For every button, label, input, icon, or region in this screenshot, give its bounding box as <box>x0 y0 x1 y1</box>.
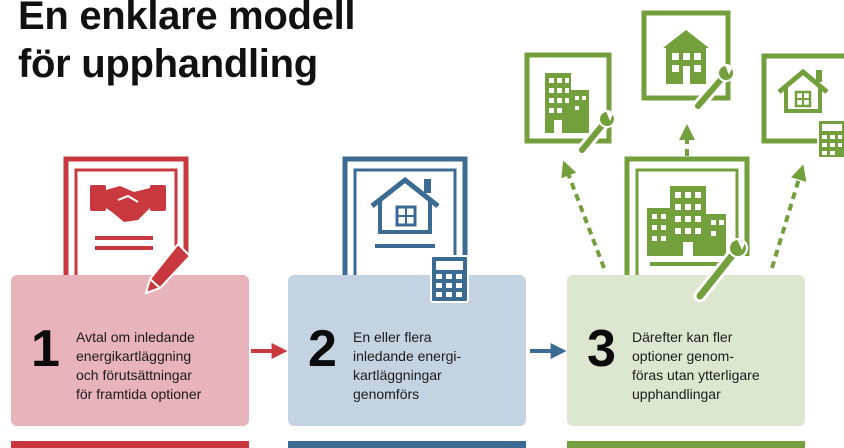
audit-document-icon <box>342 156 469 303</box>
option-document-1 <box>524 52 616 156</box>
step-2-text-line: kartläggningar <box>353 367 442 383</box>
calculator-icon <box>817 119 844 159</box>
arrow-up-icon <box>770 164 807 269</box>
step-3-text-line: optioner genom- <box>632 348 734 364</box>
wrench-icon <box>692 64 735 112</box>
step-2-number: 2 <box>308 320 337 378</box>
title-line-1: En enklare modell <box>18 0 356 38</box>
step-3-number: 3 <box>587 320 616 378</box>
handshake-icon <box>90 185 166 222</box>
arrow-up-icon <box>561 160 606 269</box>
step-3-bottom-strip <box>567 441 805 448</box>
page-title: En enklare modell för upphandling <box>18 0 356 88</box>
step-3-text: Därefter kan fler optioner genom- föras … <box>632 328 798 404</box>
option-document-2 <box>641 10 735 112</box>
step-1-text: Avtal om inledande energikartläggning oc… <box>76 328 242 404</box>
office-building-icon <box>545 73 589 133</box>
pen-icon <box>144 242 192 295</box>
step-3-card: 3 Därefter kan fler optioner genom- föra… <box>567 275 805 426</box>
step-3-text-line: upphandlingar <box>632 386 721 402</box>
step-1-text-line: för framtida optioner <box>76 386 202 402</box>
options-document-icon <box>624 156 750 303</box>
house-icon <box>370 176 440 234</box>
house-icon <box>777 68 829 113</box>
step-1-number: 1 <box>31 320 60 378</box>
step-2-card: 2 En eller flera inledande energi- kartl… <box>288 275 526 426</box>
office-building-icon <box>647 186 726 256</box>
house-icon <box>663 30 709 84</box>
step-3-text-line: föras utan ytterligare <box>632 367 760 383</box>
step-2-text-line: genomförs <box>353 386 420 402</box>
wrench-icon <box>693 238 748 303</box>
step-1-text-line: Avtal om inledande <box>76 329 195 345</box>
contract-document-icon <box>63 156 192 295</box>
step-1-text-line: och förutsättningar <box>76 367 192 383</box>
step-2-text: En eller flera inledande energi- kartläg… <box>353 328 519 404</box>
step-2-text-line: inledande energi- <box>353 348 462 364</box>
step-2-text-line: En eller flera <box>353 329 432 345</box>
step-1-card: 1 Avtal om inledande energikartläggning … <box>11 275 249 426</box>
option-document-3 <box>761 53 844 159</box>
calculator-icon <box>430 255 469 303</box>
title-line-2: för upphandling <box>18 42 318 86</box>
step-3-text-line: Därefter kan fler <box>632 329 733 345</box>
step-2-bottom-strip <box>288 441 526 448</box>
step-1-text-line: energikartläggning <box>76 348 192 364</box>
step-1-bottom-strip <box>11 441 249 448</box>
wrench-icon <box>576 110 616 156</box>
